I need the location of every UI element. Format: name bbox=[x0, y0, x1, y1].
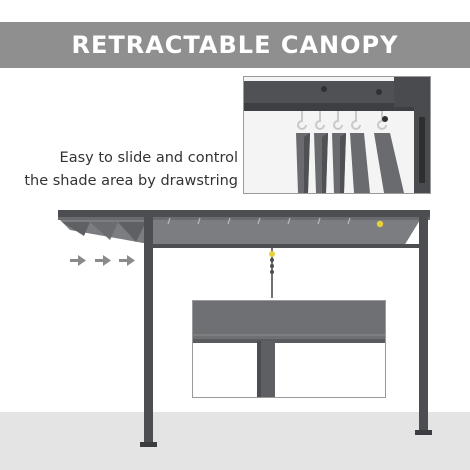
canopy-pleats bbox=[62, 222, 146, 242]
feature-caption: Easy to slide and control the shade area… bbox=[20, 147, 238, 193]
arrow-right-icon bbox=[70, 255, 86, 266]
bead-icon bbox=[269, 251, 275, 257]
detail-inset-hooks bbox=[243, 76, 431, 194]
cross-beam bbox=[150, 244, 428, 248]
banner-title: RETRACTABLE CANOPY bbox=[71, 31, 399, 59]
left-post bbox=[144, 214, 153, 444]
rail-hooks bbox=[167, 217, 351, 225]
drawstring-chain bbox=[270, 258, 274, 274]
right-foot bbox=[415, 430, 432, 435]
top-rail-shadow bbox=[58, 217, 430, 220]
caption-line-2: the shade area by drawstring bbox=[24, 173, 238, 189]
left-foot bbox=[140, 442, 157, 447]
floor-band bbox=[0, 412, 470, 470]
top-rail bbox=[58, 210, 430, 217]
bead-icon bbox=[376, 220, 384, 228]
arrow-right-icon bbox=[119, 255, 135, 266]
title-banner: RETRACTABLE CANOPY bbox=[0, 22, 470, 68]
detail-inset-drawstring-tab bbox=[192, 300, 386, 398]
right-post bbox=[419, 214, 428, 432]
arrow-right-icon bbox=[95, 255, 111, 266]
hooks-detail-image bbox=[244, 77, 430, 193]
drawstring-tab-image bbox=[193, 301, 385, 397]
caption-line-1: Easy to slide and control bbox=[59, 150, 238, 166]
